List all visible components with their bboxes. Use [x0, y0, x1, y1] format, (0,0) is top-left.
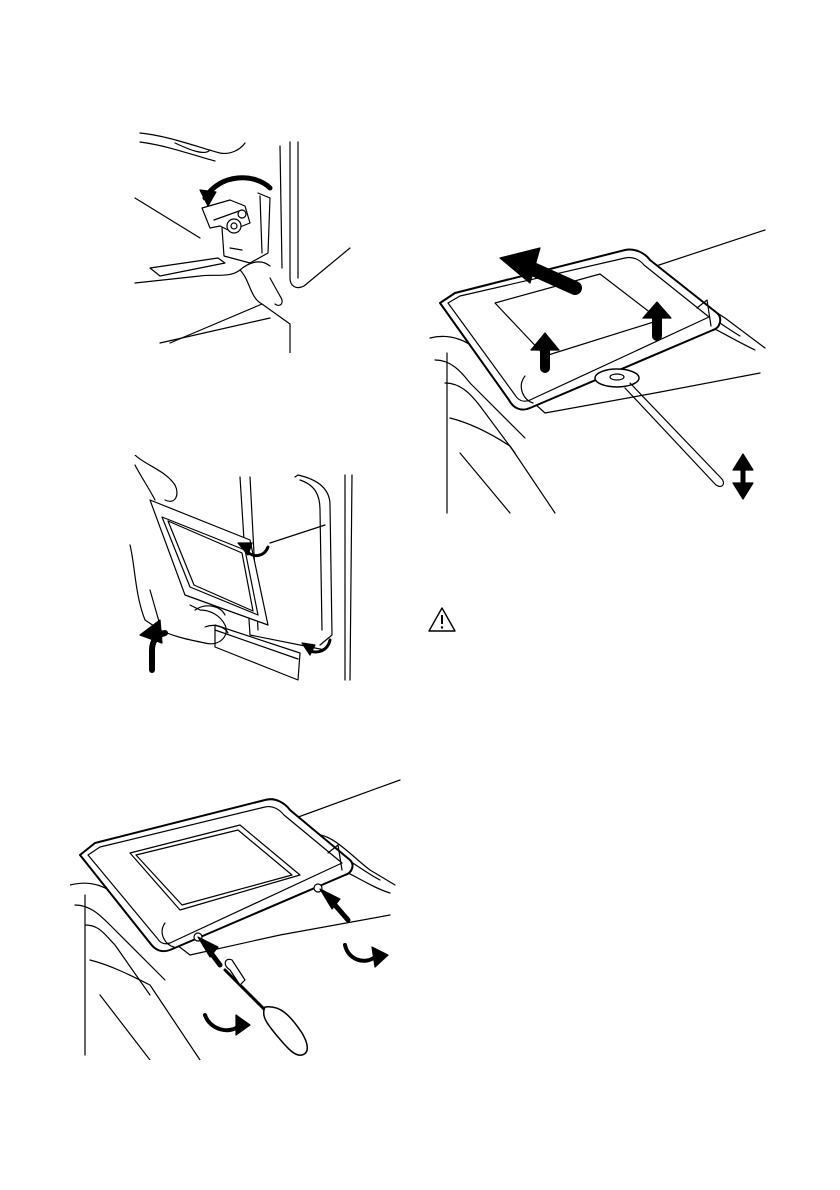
lift-door-illustration	[120, 455, 360, 690]
warning-triangle-icon	[427, 606, 457, 634]
hinge-lever-illustration	[130, 128, 360, 353]
remove-screws-illustration	[70, 775, 410, 1060]
remove-glass-panels-illustration	[425, 228, 770, 520]
